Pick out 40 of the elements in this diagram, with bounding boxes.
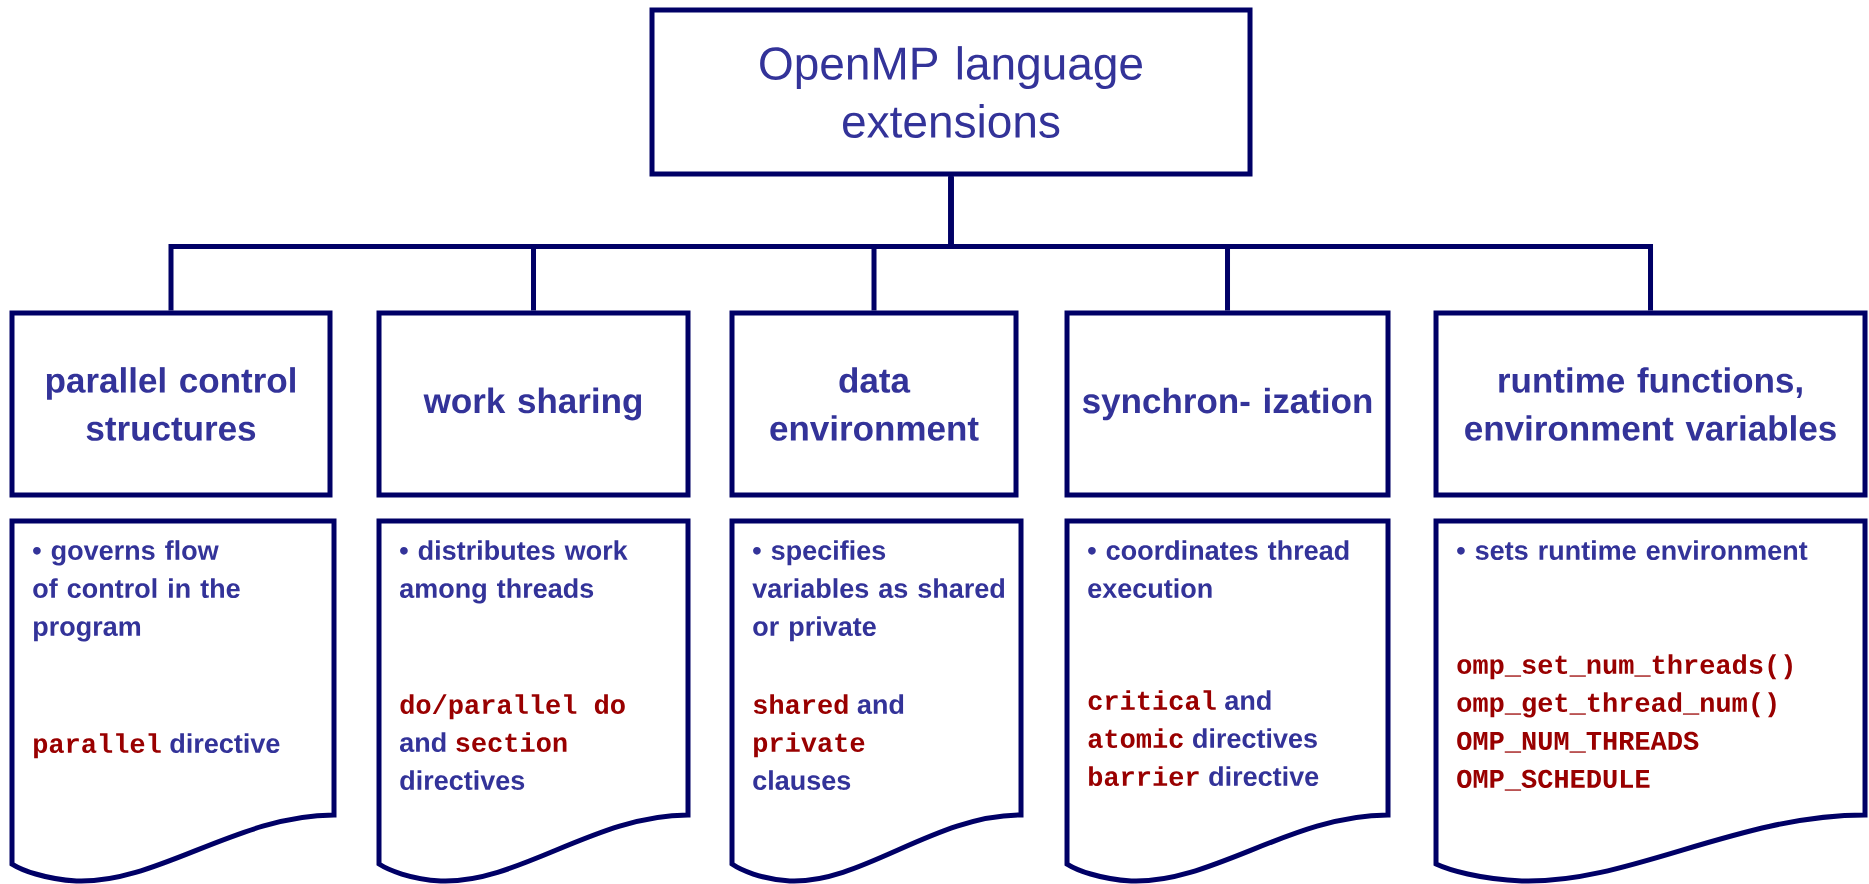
node-label: section bbox=[456, 732, 567, 753]
node-label: directives bbox=[1193, 728, 1317, 749]
node-label: barrier bbox=[1089, 766, 1199, 787]
note-text: do/parallel do and section directives bbox=[400, 694, 625, 791]
bullet-text: • distributes work among threads bbox=[400, 540, 628, 604]
node-label: critical bbox=[1088, 690, 1216, 711]
category-box: parallel control structures bbox=[9, 310, 333, 498]
category-box: work sharing bbox=[376, 310, 691, 498]
document-shape bbox=[729, 518, 1024, 884]
document-shape bbox=[1433, 518, 1868, 884]
note-text: parallel directive bbox=[34, 733, 280, 759]
node-label: directive bbox=[1209, 766, 1319, 787]
title-box: OpenMP language extensions bbox=[649, 7, 1253, 177]
node-label: OMP_SCHEDULE bbox=[1457, 769, 1650, 791]
connector-line bbox=[948, 176, 1653, 311]
category-box: runtime functions, environment variables bbox=[1433, 310, 1868, 498]
category-box: synchron- ization bbox=[1064, 310, 1391, 498]
note-text: omp_set_num_threads() omp_get_thread_num() OMP_NUM_THREADS OMP_SCHEDULE bbox=[1457, 654, 1792, 791]
node-label: and bbox=[1225, 690, 1271, 711]
node-label: atomic bbox=[1088, 728, 1183, 749]
bullet-text: • sets runtime environment bbox=[1457, 540, 1808, 561]
node-label: omp_get_thread_num() bbox=[1457, 692, 1776, 718]
note-text: critical and atomic directives barrier directive bbox=[1088, 690, 1319, 787]
bullet-text: • governs flow of control in the program bbox=[33, 540, 240, 642]
node-label: and bbox=[857, 694, 904, 715]
node-label: clauses bbox=[753, 770, 851, 791]
node-label: and bbox=[399, 732, 446, 753]
node-label: private bbox=[754, 732, 865, 758]
bullet-text: • specifies variables as shared or private bbox=[752, 540, 1005, 642]
bullet-text: • coordinates thread execution bbox=[1088, 540, 1349, 599]
document-shape bbox=[1064, 518, 1391, 884]
document-shape bbox=[376, 518, 691, 884]
node-label: omp_set_num_threads() bbox=[1457, 654, 1792, 680]
document-shape bbox=[9, 518, 337, 884]
category-box: data environment bbox=[729, 310, 1019, 498]
node-label: OMP_NUM_THREADS bbox=[1457, 731, 1699, 753]
node-label: directives bbox=[400, 770, 525, 791]
node-label: do/parallel do bbox=[400, 694, 625, 720]
node-label: shared bbox=[753, 694, 848, 715]
note-text: shared and private clauses bbox=[753, 694, 904, 791]
